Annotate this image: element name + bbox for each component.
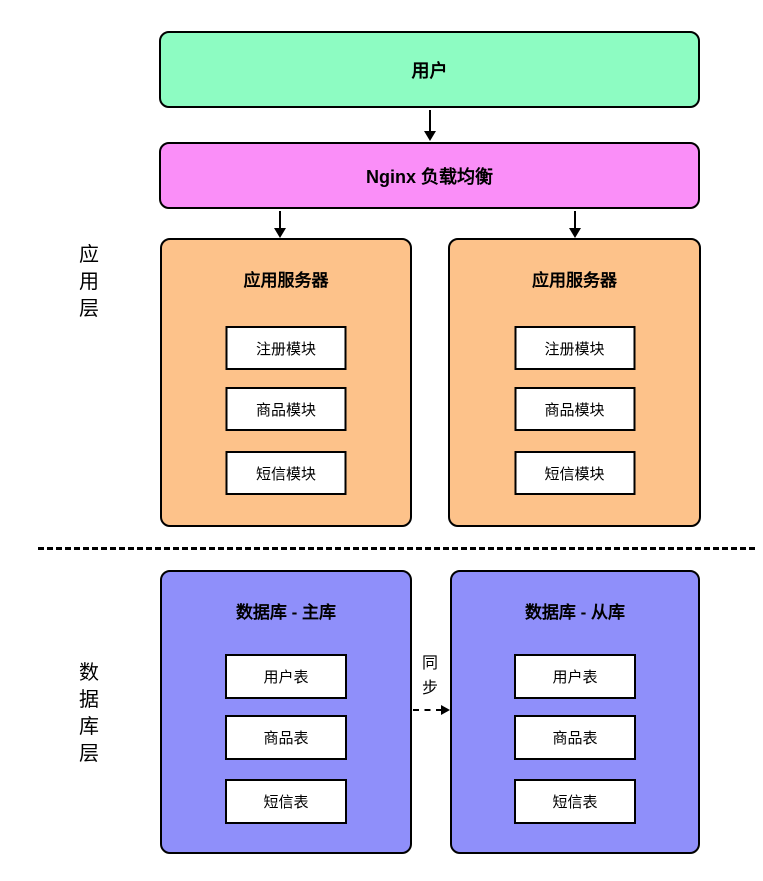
table-users: 用户表: [225, 654, 347, 699]
node-user-label: 用户: [411, 60, 448, 81]
table-products: 商品表: [514, 715, 636, 760]
app-server-2-title: 应用服务器: [532, 271, 617, 290]
module-sms: 短信模块: [514, 451, 635, 495]
table-label: 商品表: [263, 730, 309, 747]
arrow-user-to-nginx-line: [429, 110, 431, 131]
table-label: 用户表: [263, 669, 309, 686]
arrow-right-icon: [441, 705, 450, 715]
module-product: 商品模块: [514, 387, 635, 431]
module-label: 注册模块: [255, 340, 316, 358]
app-layer-label: 应用层: [79, 244, 99, 320]
table-products: 商品表: [225, 715, 347, 760]
node-db-master: 数据库 - 主库 用户表 商品表 短信表: [160, 570, 412, 854]
node-app-server-2: 应用服务器 注册模块 商品模块 短信模块: [448, 238, 701, 527]
db-layer-label: 数据库层: [79, 662, 99, 765]
module-label: 商品模块: [255, 401, 316, 419]
table-label: 短信表: [552, 794, 598, 811]
db-slave-title: 数据库 - 从库: [524, 603, 626, 622]
module-register: 注册模块: [514, 326, 635, 370]
arrow-down-icon: [424, 131, 436, 141]
module-label: 商品模块: [544, 401, 605, 419]
node-app-server-1: 应用服务器 注册模块 商品模块 短信模块: [160, 238, 412, 527]
node-db-slave: 数据库 - 从库 用户表 商品表 短信表: [450, 570, 700, 854]
module-label: 短信模块: [255, 465, 316, 483]
table-label: 商品表: [552, 730, 598, 747]
table-label: 短信表: [263, 794, 309, 811]
table-sms: 短信表: [514, 779, 636, 824]
module-label: 注册模块: [544, 340, 605, 358]
arrow-down-icon: [274, 228, 286, 238]
sync-arrow-line: [413, 709, 442, 711]
table-users: 用户表: [514, 654, 636, 699]
node-nginx-label: Nginx 负载均衡: [365, 166, 493, 187]
module-sms: 短信模块: [225, 451, 347, 495]
module-register: 注册模块: [225, 326, 347, 370]
node-nginx: Nginx 负载均衡: [159, 142, 700, 209]
app-server-1-title: 应用服务器: [243, 271, 329, 290]
table-label: 用户表: [552, 669, 598, 686]
db-master-title: 数据库 - 主库: [235, 603, 337, 622]
arrow-down-icon: [569, 228, 581, 238]
sync-label: 同步: [421, 655, 438, 697]
table-sms: 短信表: [225, 779, 347, 824]
node-user: 用户: [159, 31, 700, 108]
layer-separator-line: [38, 547, 755, 550]
arrow-nginx-to-app2-line: [574, 211, 576, 229]
arrow-nginx-to-app1-line: [279, 211, 281, 229]
module-label: 短信模块: [544, 465, 605, 483]
module-product: 商品模块: [225, 387, 347, 431]
